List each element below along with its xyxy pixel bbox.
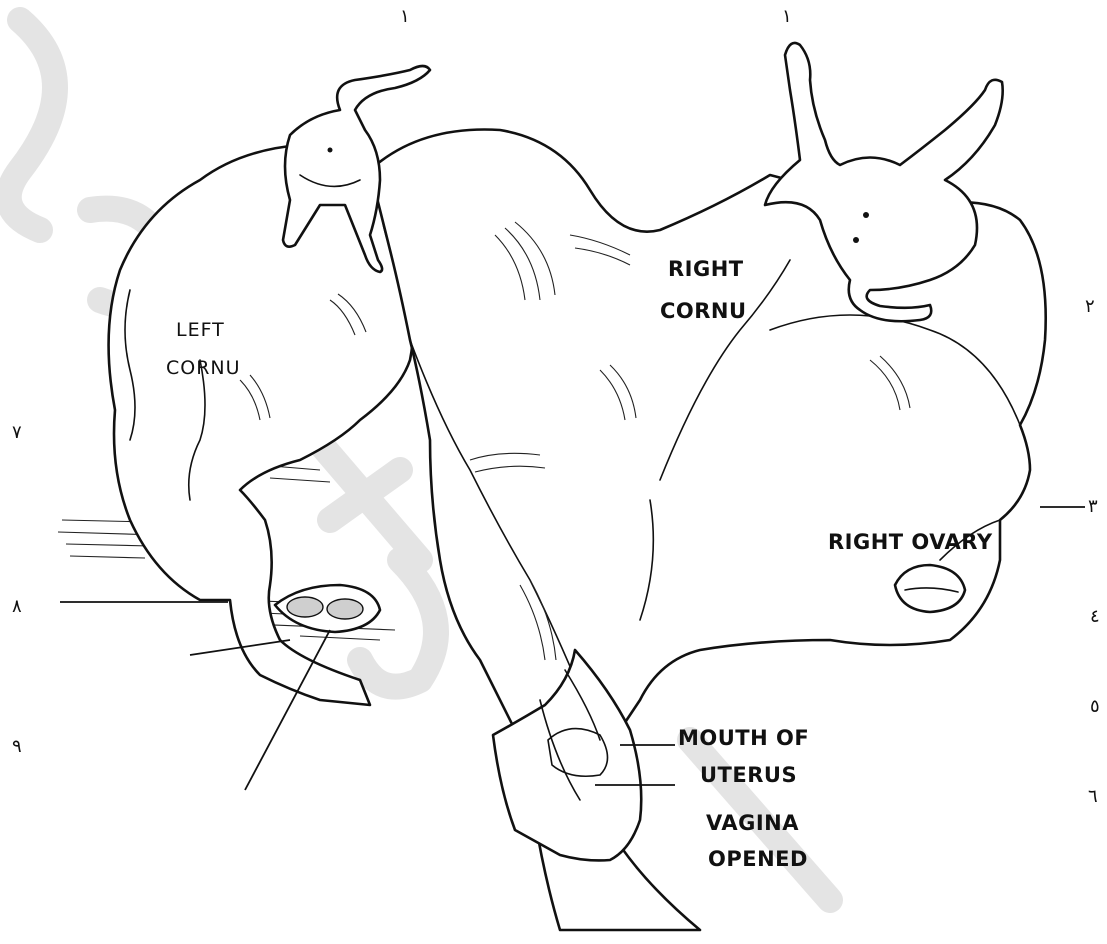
callout-number: ٥ <box>1090 696 1100 717</box>
right-cornu-label-line2: CORNU <box>660 299 747 323</box>
callout-number: ١ <box>782 6 792 27</box>
left-tube-dot <box>328 148 333 153</box>
left-cornu-label-line1: LEFT <box>176 319 225 341</box>
callout-number: ٧ <box>12 422 22 443</box>
mouth-of-uterus-label-line1: MOUTH OF <box>678 726 809 750</box>
callout-number: ٨ <box>12 596 22 617</box>
callout-number: ٤ <box>1090 606 1100 627</box>
callout-number: ١ <box>400 6 410 27</box>
mouth-of-uterus-label-line2: UTERUS <box>700 763 797 787</box>
left-ovary <box>275 585 380 632</box>
callout-number: ٦ <box>1088 786 1098 807</box>
callout-number: ٣ <box>1088 496 1098 517</box>
callout-number: ٩ <box>12 736 22 757</box>
vagina-opened-label-line2: OPENED <box>708 847 808 871</box>
callout-number: ٢ <box>1085 296 1095 317</box>
left-cornu-label-line2: CORNU <box>166 357 241 379</box>
right-cornu-label-line1: RIGHT <box>668 257 744 281</box>
right-ovary <box>895 565 965 612</box>
right-tube-dot-1 <box>863 212 869 218</box>
right-tube-dot-2 <box>853 237 859 243</box>
vagina-opened-label-line1: VAGINA <box>706 811 799 835</box>
right-ovary-label: RIGHT OVARY <box>828 530 993 554</box>
